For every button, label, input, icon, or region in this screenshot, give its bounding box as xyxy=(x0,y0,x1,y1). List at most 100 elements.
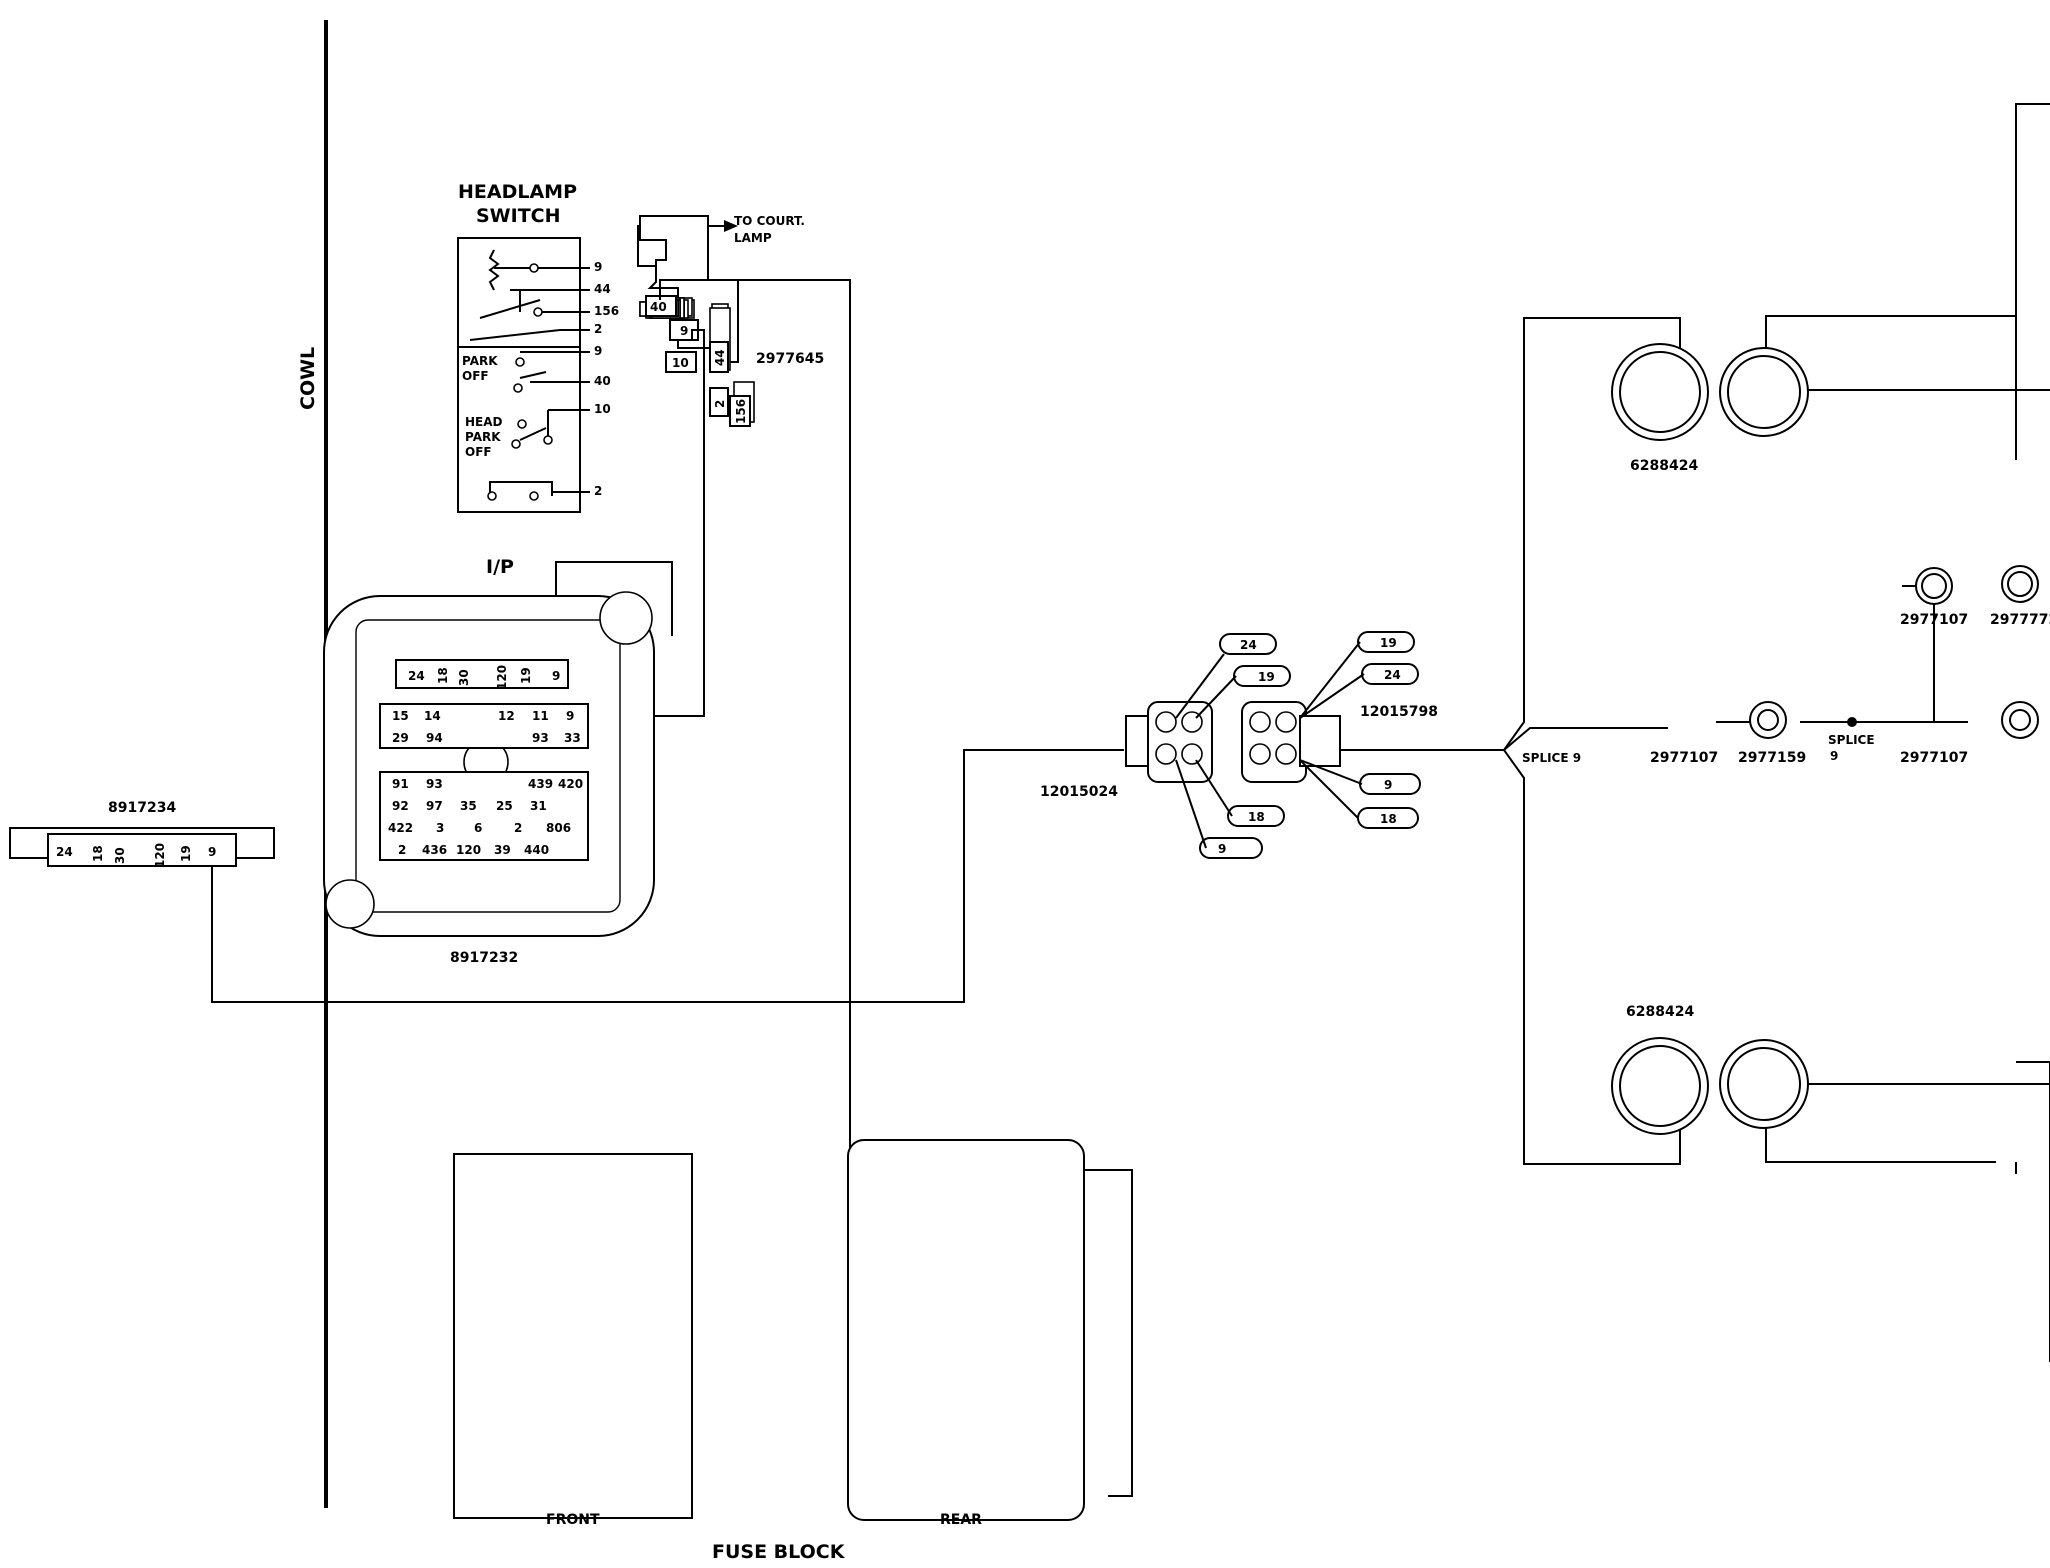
ip-label: I/P xyxy=(486,556,514,578)
socket-part-3: 2977107 xyxy=(1900,612,1968,628)
fuse-block: FRONT REAR FUSE BLOCK xyxy=(453,1139,1085,1563)
wire-splice-up xyxy=(1503,317,1681,751)
ip-row7: 2 436 120 39 440 xyxy=(398,843,549,857)
splice-1-label: SPLICE 9 xyxy=(1522,751,1581,765)
wire-splice-down xyxy=(1503,749,1681,1165)
ip-r4-c4: 420 xyxy=(558,777,583,791)
ip-r1-c4: 120 xyxy=(495,665,509,690)
ip-r4-c3: 439 xyxy=(528,777,553,791)
ip-r6-c2: 3 xyxy=(436,821,444,835)
courtesy-lamp-label-2: LAMP xyxy=(734,231,772,245)
ip-row1: 24 18 30 120 19 9 xyxy=(408,665,560,690)
ip-part: 8917232 xyxy=(450,950,518,966)
courtesy-lamp-label-1: TO COURT. xyxy=(734,214,805,228)
c2977645-cav-156: 156 xyxy=(734,399,748,424)
hs-pos-off-2: OFF xyxy=(465,445,492,459)
ip-r7-c5: 440 xyxy=(524,843,549,857)
hs-term-4: 2 xyxy=(594,322,602,336)
ip-r4-c2: 93 xyxy=(426,777,443,791)
inline-right-pin-24: 24 xyxy=(1384,668,1401,682)
socket-part-6: 2977159 xyxy=(1738,750,1806,766)
c2977645-cav-44: 44 xyxy=(713,349,727,366)
courtesy-lamp-lead: TO COURT. LAMP xyxy=(637,214,805,300)
splice-2-dot xyxy=(1847,717,1857,727)
wire-9-brn-main xyxy=(211,749,1124,1003)
headlamp-switch-title-1: HEADLAMP xyxy=(458,181,577,203)
c2977645-cav-9: 9 xyxy=(680,324,688,338)
hs-term-5: 9 xyxy=(594,344,602,358)
c8917234-cav-5: 19 xyxy=(179,845,193,862)
hs-term-8: 2 xyxy=(594,484,602,498)
fuse-front-label: FRONT xyxy=(546,1512,600,1528)
ip-r5-c2: 97 xyxy=(426,799,443,813)
ip-r1-c6: 9 xyxy=(552,669,560,683)
ip-r7-c4: 39 xyxy=(494,843,511,857)
hs-pos-park: PARK xyxy=(462,354,498,368)
connector-8917234: 8917234 24 18 30 120 19 9 xyxy=(9,800,275,868)
ip-r2-c3: 12 xyxy=(498,709,515,723)
ip-r5-c1: 92 xyxy=(392,799,409,813)
splice-labels: SPLICE 9 SPLICE 9 xyxy=(1522,717,1875,765)
headlamp-switch: HEADLAMP SWITCH 9 44 156 2 xyxy=(457,181,619,513)
ip-r4-c1: 91 xyxy=(392,777,409,791)
ip-r6-c5: 806 xyxy=(546,821,571,835)
fuse-block-title: FUSE BLOCK xyxy=(712,1541,846,1563)
ip-r3-c1: 29 xyxy=(392,731,409,745)
ip-row5: 92 97 35 25 31 xyxy=(392,799,547,813)
hs-pos-park-2: PARK xyxy=(465,430,501,444)
ip-r2-c1: 15 xyxy=(392,709,409,723)
ip-r3-c4: 33 xyxy=(564,731,581,745)
c2977645-cav-10: 10 xyxy=(672,356,689,370)
socket-part-1: 6288424 xyxy=(1630,458,1698,474)
ip-r2-c4: 11 xyxy=(532,709,549,723)
inline-connector: 12015024 12015798 24 19 18 9 19 24 9 18 xyxy=(1040,631,1438,859)
ip-r1-c2: 18 xyxy=(436,667,450,684)
hs-term-6: 40 xyxy=(594,374,611,388)
inline-right-part: 12015798 xyxy=(1360,704,1438,720)
ip-r6-c3: 6 xyxy=(474,821,482,835)
inline-right-pin-9: 9 xyxy=(1384,778,1392,792)
c8917234-cav-3: 30 xyxy=(113,847,127,864)
headlamp-switch-body xyxy=(457,237,581,513)
socket-part-7: 2977107 xyxy=(1900,750,1968,766)
inline-right-pin-19: 19 xyxy=(1380,636,1397,650)
c8917234-cav-6: 9 xyxy=(208,845,216,859)
c8917234-cav-2: 18 xyxy=(91,845,105,862)
inline-left-pin-19: 19 xyxy=(1258,670,1275,684)
ip-r7-c1: 2 xyxy=(398,843,406,857)
c2977645-cav-40: 40 xyxy=(650,300,667,314)
ip-r1-c5: 19 xyxy=(519,667,533,684)
ip-r2-c5: 9 xyxy=(566,709,574,723)
fuse-rear-label: REAR xyxy=(940,1512,982,1528)
hs-pos-head: HEAD xyxy=(465,415,503,429)
socket-part-5: 2977107 xyxy=(1650,750,1718,766)
ip-r1-c3: 30 xyxy=(457,669,471,686)
ip-row4: 91 93 439 420 xyxy=(392,777,583,791)
ip-r5-c3: 35 xyxy=(460,799,477,813)
ip-r7-c3: 120 xyxy=(456,843,481,857)
hs-pos-off: OFF xyxy=(462,369,489,383)
ip-r3-c3: 93 xyxy=(532,731,549,745)
socket-part-2: 6288424 xyxy=(1626,1004,1694,1020)
inline-left-part: 12015024 xyxy=(1040,784,1118,800)
c2977645-cav-2: 2 xyxy=(713,400,727,408)
hs-term-3: 156 xyxy=(594,304,619,318)
ip-connector: I/P 24 18 30 120 19 9 15 14 12 11 9 29 9… xyxy=(323,556,655,966)
hs-term-2: 44 xyxy=(594,282,611,296)
ip-r7-c2: 436 xyxy=(422,843,447,857)
arrow-icon xyxy=(724,220,738,232)
cowl: COWL xyxy=(297,20,328,1508)
ip-r3-c2: 94 xyxy=(426,731,443,745)
c8917234-cav-1: 24 xyxy=(56,845,73,859)
splice-2-label-1: SPLICE xyxy=(1828,733,1875,747)
ip-r6-c1: 422 xyxy=(388,821,413,835)
c8917234-cav-4: 120 xyxy=(153,843,167,868)
c2977645-part: 2977645 xyxy=(756,351,824,367)
ip-row6: 422 3 6 2 806 xyxy=(388,821,571,835)
hs-term-7: 10 xyxy=(594,402,611,416)
ip-r1-c1: 24 xyxy=(408,669,425,683)
ip-r5-c5: 31 xyxy=(530,799,547,813)
